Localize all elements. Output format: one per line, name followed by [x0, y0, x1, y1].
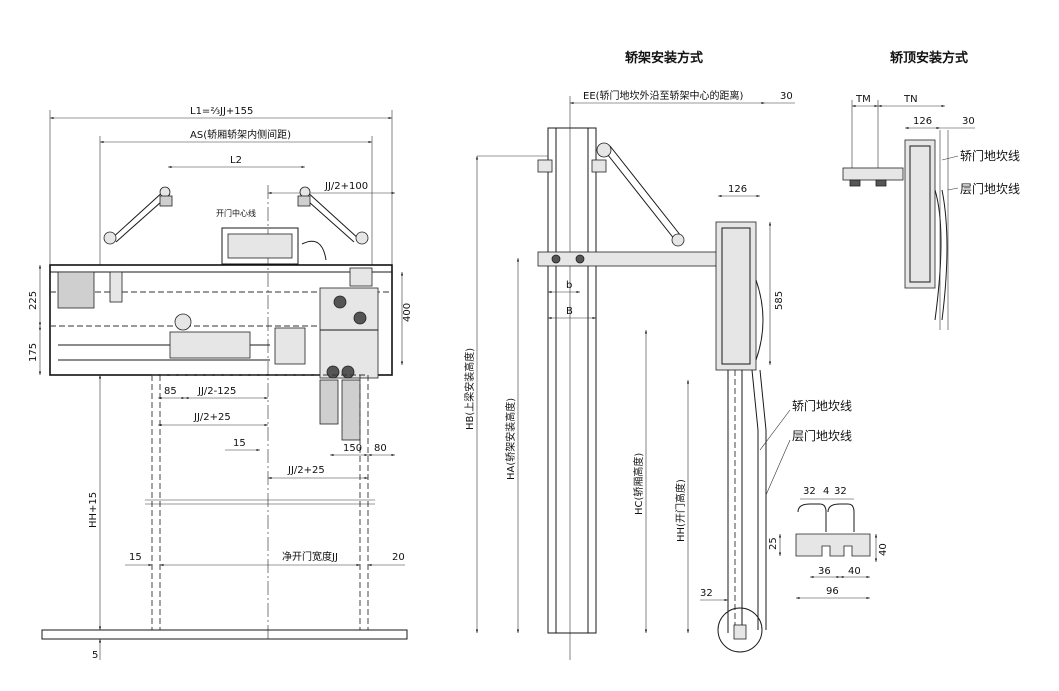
dim-jj-half-plus-25-b: JJ/2+25 [287, 465, 325, 476]
label-landing-sill-line: 层门地坎线 [792, 428, 852, 443]
dim-jj-half-plus-100: JJ/2+100 [324, 181, 368, 192]
label-car-sill-line: 轿门地坎线 [792, 398, 852, 413]
dim-hb: HB(上梁安装高度) [463, 348, 476, 430]
side-view: EE(轿门地坎外沿至轿架中心的距离) 30 126 585 b B [463, 89, 852, 660]
top-label-landing-sill-line: 层门地坎线 [960, 181, 1020, 196]
title-car-top-install: 轿顶安装方式 [890, 50, 968, 66]
sill-dim-96: 96 [826, 586, 839, 597]
top-dim-tn: TN [903, 94, 918, 105]
sill-dim-top-32-right: 32 [834, 486, 847, 497]
dim-225: 225 [28, 291, 39, 310]
sill-dim-25: 25 [768, 537, 779, 550]
dim-15-b: 15 [129, 552, 142, 563]
dim-585: 585 [774, 291, 785, 310]
top-dim-30: 30 [962, 116, 975, 127]
dim-80: 80 [374, 443, 387, 454]
dim-400: 400 [402, 303, 413, 322]
dim-jj-half-minus-125: JJ/2-125 [197, 386, 236, 397]
dim-126: 126 [728, 184, 747, 195]
dim-85: 85 [164, 386, 177, 397]
dim-30: 30 [780, 91, 793, 102]
dim-as: AS(轿厢轿架内侧间距) [190, 128, 291, 141]
dim-l1: L1=⅔JJ+155 [190, 106, 253, 117]
sill-dim-top-4: 4 [823, 486, 829, 497]
sill-detail: 32 4 32 25 40 36 40 96 [768, 486, 889, 600]
sill-dim-36: 36 [818, 566, 831, 577]
title-car-frame-install: 轿架安装方式 [625, 50, 703, 66]
dim-20: 20 [392, 552, 405, 563]
dim-jj-half-plus-25-a: JJ/2+25 [193, 412, 231, 423]
dim-clear-opening-jj: 净开门宽度JJ [282, 550, 338, 563]
label-door-center-line: 开门中心线 [216, 208, 256, 218]
dim-b-small: b [566, 280, 572, 291]
dim-hh: HH(开门高度) [674, 479, 687, 542]
dim-hc: HC(轿厢高度) [632, 453, 645, 515]
sill-dim-top-32-left: 32 [803, 486, 816, 497]
dim-b-big: B [566, 306, 573, 317]
top-label-car-sill-line: 轿门地坎线 [960, 148, 1020, 163]
dim-ha: HA(轿架安装高度) [504, 398, 517, 480]
dim-15-a: 15 [233, 438, 246, 449]
sill-dim-40-bottom: 40 [848, 566, 861, 577]
dim-5: 5 [92, 650, 98, 661]
dim-175: 175 [28, 343, 39, 362]
dim-150: 150 [343, 443, 362, 454]
top-dim-tm: TM [855, 94, 871, 105]
dim-l2: L2 [230, 155, 242, 166]
top-view: TM TN 126 30 轿门地坎线 层门地坎线 [842, 94, 1020, 330]
dim-ee: EE(轿门地坎外沿至轿架中心的距离) [583, 89, 744, 102]
dim-32: 32 [700, 588, 713, 599]
top-dim-126: 126 [913, 116, 932, 127]
dim-hh-plus-15: HH+15 [88, 492, 99, 528]
front-view: L1=⅔JJ+155 AS(轿厢轿架内侧间距) L2 JJ/2+100 开门中心… [28, 106, 413, 661]
sill-dim-40-right: 40 [878, 543, 889, 556]
